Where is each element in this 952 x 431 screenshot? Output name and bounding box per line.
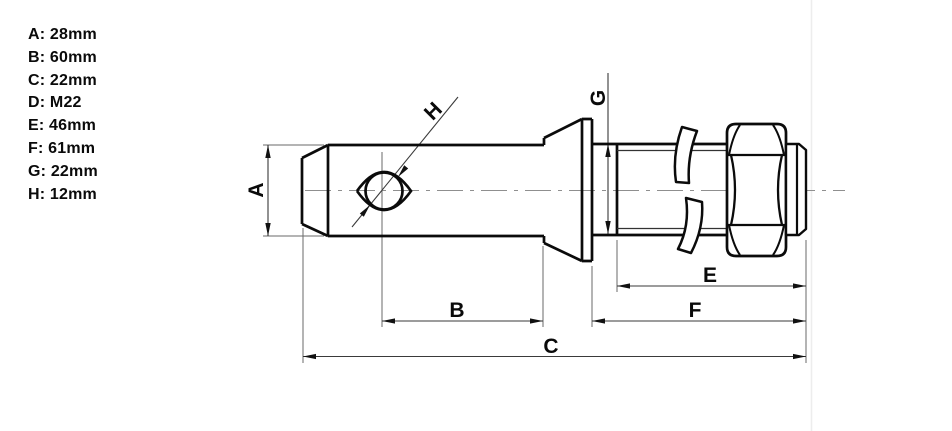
- dimension-f: F: [591, 266, 806, 327]
- dimension-h: H: [351, 96, 459, 228]
- tapered-tip: [300, 143, 329, 238]
- dimension-label-g: G: [587, 90, 610, 106]
- dimension-g: G: [587, 73, 611, 234]
- legend-item-c: C: 22mm: [28, 71, 97, 89]
- dimension-e: E: [616, 240, 806, 292]
- thread-break: [673, 125, 704, 255]
- dimension-label-c: C: [543, 335, 558, 358]
- legend-item-h: H: 12mm: [28, 185, 97, 203]
- mounting-hole: [355, 170, 413, 212]
- dimension-label-h: H: [420, 98, 447, 125]
- legend-item-g: G: 22mm: [28, 162, 98, 180]
- legend-item-a: A: 28mm: [28, 26, 97, 43]
- legend-item-e: E: 46mm: [28, 117, 97, 135]
- dimension-legend: A: 28mm B: 60mm C: 22mm D: M22 E: 46mm F…: [28, 24, 98, 206]
- pin-body: [326, 143, 544, 238]
- flange: [542, 117, 594, 263]
- dimension-label-e: E: [703, 264, 717, 287]
- legend-item-f: F: 61mm: [28, 139, 96, 157]
- hex-nut: [725, 122, 788, 258]
- dimension-c: C: [302, 228, 807, 363]
- dimension-a: A: [245, 144, 324, 237]
- dimension-label-a: A: [245, 182, 268, 197]
- dimension-label-b: B: [449, 299, 464, 322]
- legend-item-b: B: 60mm: [28, 48, 97, 66]
- end-washer: [784, 142, 808, 237]
- legend-item-d: D: M22: [28, 94, 82, 112]
- dimension-b: B: [382, 246, 544, 327]
- dimension-label-f: F: [689, 299, 702, 322]
